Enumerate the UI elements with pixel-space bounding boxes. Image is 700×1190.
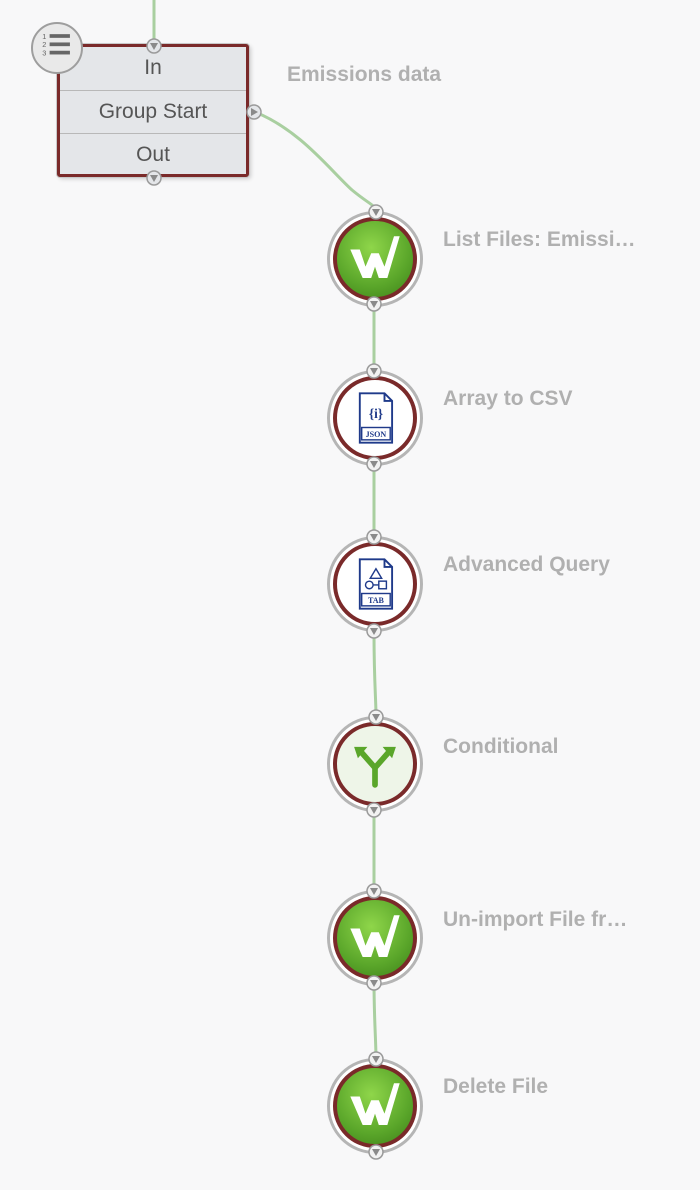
- node-label-conditional: Conditional: [443, 735, 559, 758]
- node-array-to-csv[interactable]: {i} JSON: [327, 370, 423, 466]
- group-title: Emissions data: [287, 63, 442, 86]
- connector-group-to-list: [254, 110, 378, 213]
- tab-file-icon: TAB: [358, 558, 394, 610]
- node-label-list-files: List Files: Emissi…: [443, 228, 636, 251]
- svg-text:3: 3: [42, 48, 46, 57]
- node-label-array-to-csv: Array to CSV: [443, 387, 573, 410]
- svg-text:2: 2: [42, 40, 46, 49]
- json-file-icon: {i} JSON: [358, 392, 394, 444]
- group-block[interactable]: In Group Start Out: [57, 44, 249, 177]
- group-row-out[interactable]: Out: [60, 133, 246, 176]
- node-conditional[interactable]: [327, 716, 423, 812]
- numbered-list-icon[interactable]: 1 2 3: [31, 22, 83, 74]
- w-logo-icon: [350, 236, 400, 278]
- svg-text:{i}: {i}: [369, 406, 383, 421]
- node-delete-file[interactable]: [327, 1058, 423, 1154]
- node-label-advanced-query: Advanced Query: [443, 553, 610, 576]
- node-advanced-query[interactable]: TAB: [327, 536, 423, 632]
- connector-unimport-to-delete: [372, 979, 378, 1061]
- w-logo-icon: [350, 1083, 400, 1125]
- node-label-unimport-file: Un-import File fr…: [443, 908, 628, 931]
- group-row-group-start[interactable]: Group Start: [60, 90, 246, 133]
- branch-arrows-icon: [354, 746, 396, 788]
- node-unimport-file[interactable]: [327, 890, 423, 986]
- svg-text:1: 1: [42, 32, 46, 41]
- connector-query-to-conditional: [372, 631, 378, 717]
- json-badge: JSON: [366, 430, 387, 439]
- node-list-files[interactable]: [327, 211, 423, 307]
- tab-badge: TAB: [368, 596, 385, 605]
- node-label-delete-file: Delete File: [443, 1075, 549, 1098]
- w-logo-icon: [350, 915, 400, 957]
- group-row-in[interactable]: In: [144, 56, 162, 79]
